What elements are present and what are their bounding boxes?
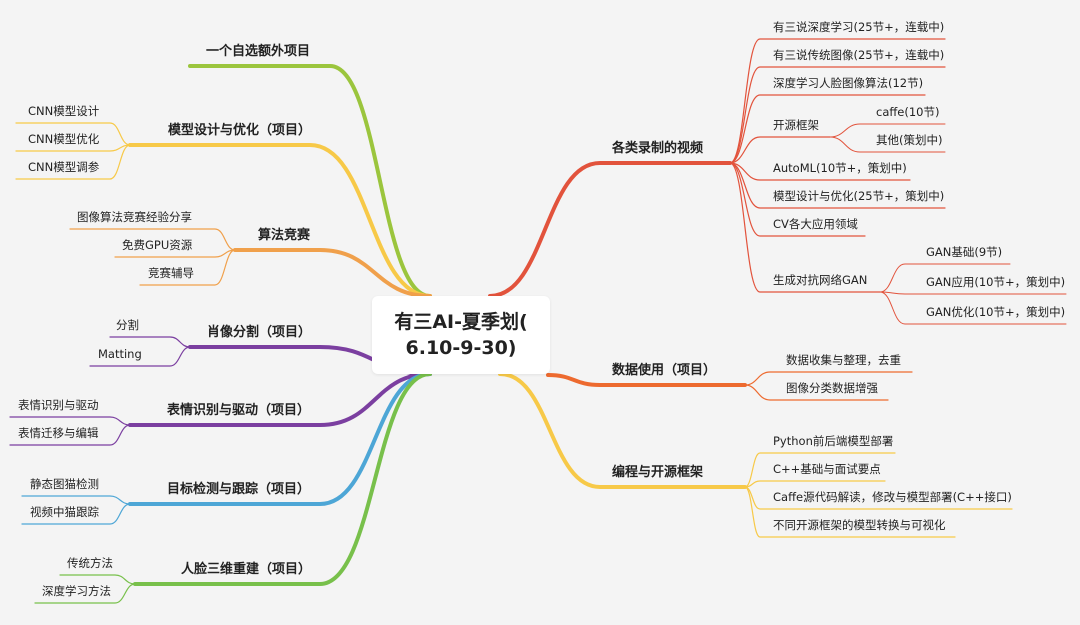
coding-item-caffe-source[interactable]: Caffe源代码解读，修改与模型部署(C++接口)	[773, 490, 1012, 504]
video-item-1[interactable]: 有三说深度学习(25节+，连载中)	[773, 20, 945, 34]
leaf-line-data-0	[744, 371, 913, 386]
coding-item-conversion[interactable]: 不同开源框架的模型转换与可视化	[773, 518, 946, 532]
portrait-item-matting[interactable]: Matting	[98, 347, 142, 361]
topic-face-3d[interactable]: 人脸三维重建（项目）	[181, 562, 312, 577]
face3d-item-deep[interactable]: 深度学习方法	[42, 584, 111, 598]
branch-face3d	[133, 372, 432, 586]
model-item-optimize[interactable]: CNN模型优化	[28, 132, 100, 146]
branch-detection	[128, 372, 432, 506]
gan-item-basics[interactable]: GAN基础(9节)	[926, 245, 1003, 259]
competition-item-gpu[interactable]: 免费GPU资源	[122, 238, 193, 252]
leaf-line-coding-0	[744, 452, 896, 488]
leaf-line-model-2	[15, 144, 131, 180]
coding-item-cpp[interactable]: C++基础与面试要点	[773, 462, 881, 476]
branch-programming	[498, 372, 747, 489]
leaf-line-coding-3	[744, 486, 956, 538]
video-item-framework[interactable]: 开源框架	[773, 118, 819, 132]
leaf-line-competition-0	[69, 228, 236, 251]
leaf-line-portrait-0	[109, 336, 191, 348]
model-item-tuning[interactable]: CNN模型调参	[28, 160, 100, 174]
topic-recorded-videos[interactable]: 各类录制的视频	[612, 141, 704, 156]
branch-expression	[128, 372, 432, 427]
leaf-line-video-0	[729, 38, 946, 164]
leaf-line-detection-0	[21, 495, 131, 505]
leaf-line-gan	[729, 162, 881, 293]
topic-model-design[interactable]: 模型设计与优化（项目）	[168, 123, 312, 138]
leaf-line-competition-2	[139, 249, 236, 286]
leaf-line-other	[829, 136, 946, 153]
topic-portrait-segmentation[interactable]: 肖像分割（项目）	[207, 325, 312, 340]
video-item-gan[interactable]: 生成对抗网络GAN	[773, 273, 868, 287]
central-topic[interactable]: 有三AI-夏季划( 6.10-9-30)	[372, 296, 550, 374]
topic-algorithm-competition[interactable]: 算法竞赛	[258, 228, 311, 243]
competition-item-coaching[interactable]: 竞赛辅导	[148, 266, 194, 280]
leaf-line-expression-0	[9, 416, 131, 426]
detection-item-video[interactable]: 视频中猫跟踪	[30, 505, 99, 519]
branch-data	[546, 373, 747, 387]
leaf-line-expression-1	[9, 424, 131, 446]
leaf-line-model-0	[15, 122, 131, 146]
expression-item-recognition[interactable]: 表情识别与驱动	[18, 398, 99, 412]
expression-item-transfer[interactable]: 表情迁移与编辑	[18, 426, 99, 440]
topic-extra-project[interactable]: 一个自选额外项目	[206, 44, 311, 59]
video-item-automl[interactable]: AutoML(10节+，策划中)	[773, 161, 907, 175]
topic-detection[interactable]: 目标检测与跟踪（项目）	[167, 482, 311, 497]
model-item-design[interactable]: CNN模型设计	[28, 104, 100, 118]
leaf-line-portrait-1	[89, 346, 191, 367]
framework-item-caffe[interactable]: caffe(10节)	[876, 105, 940, 119]
leaf-line-face3d-1	[34, 583, 136, 604]
central-topic-line2: 6.10-9-30)	[405, 337, 517, 359]
topic-expression[interactable]: 表情识别与驱动（项目）	[167, 403, 311, 418]
portrait-item-segmentation[interactable]: 分割	[116, 318, 139, 332]
leaf-line-video-1	[729, 66, 946, 164]
leaf-line-caffe	[829, 123, 946, 138]
gan-item-applications[interactable]: GAN应用(10节+，策划中)	[926, 275, 1066, 289]
leaf-line-data-1	[744, 384, 889, 401]
branch-videos	[488, 161, 732, 298]
video-item-2[interactable]: 有三说传统图像(25节+，连载中)	[773, 48, 945, 62]
video-item-cv-fields[interactable]: CV各大应用领域	[773, 217, 858, 231]
detection-item-static[interactable]: 静态图猫检测	[30, 477, 99, 491]
data-item-collection[interactable]: 数据收集与整理，去重	[786, 353, 901, 367]
leaf-line-video-5	[729, 162, 866, 237]
coding-item-python[interactable]: Python前后端模型部署	[773, 434, 894, 448]
leaf-line-coding-1	[744, 480, 886, 488]
leaf-line-detection-1	[21, 503, 131, 525]
video-item-3[interactable]: 深度学习人脸图像算法(12节)	[773, 76, 924, 90]
face3d-item-traditional[interactable]: 传统方法	[67, 556, 113, 570]
branch-extra	[188, 64, 432, 298]
leaf-line-framework	[729, 136, 831, 164]
topic-programming[interactable]: 编程与开源框架	[612, 465, 704, 480]
competition-item-experience[interactable]: 图像算法竞赛经验分享	[77, 210, 192, 224]
branch-model	[128, 143, 432, 298]
video-item-model-design[interactable]: 模型设计与优化(25节+，策划中)	[773, 189, 945, 203]
leaf-line-gan-basic	[879, 263, 1011, 293]
topic-data-usage[interactable]: 数据使用（项目）	[612, 363, 717, 378]
central-topic-line1: 有三AI-夏季划(	[394, 311, 528, 333]
data-item-augmentation[interactable]: 图像分类数据增强	[786, 381, 878, 395]
leaf-line-video-2	[729, 94, 926, 164]
framework-item-other[interactable]: 其他(策划中)	[876, 133, 943, 147]
gan-item-optimization[interactable]: GAN优化(10节+，策划中)	[926, 305, 1066, 319]
branch-competition	[233, 248, 432, 298]
leaf-line-gan-opt	[879, 291, 1067, 325]
